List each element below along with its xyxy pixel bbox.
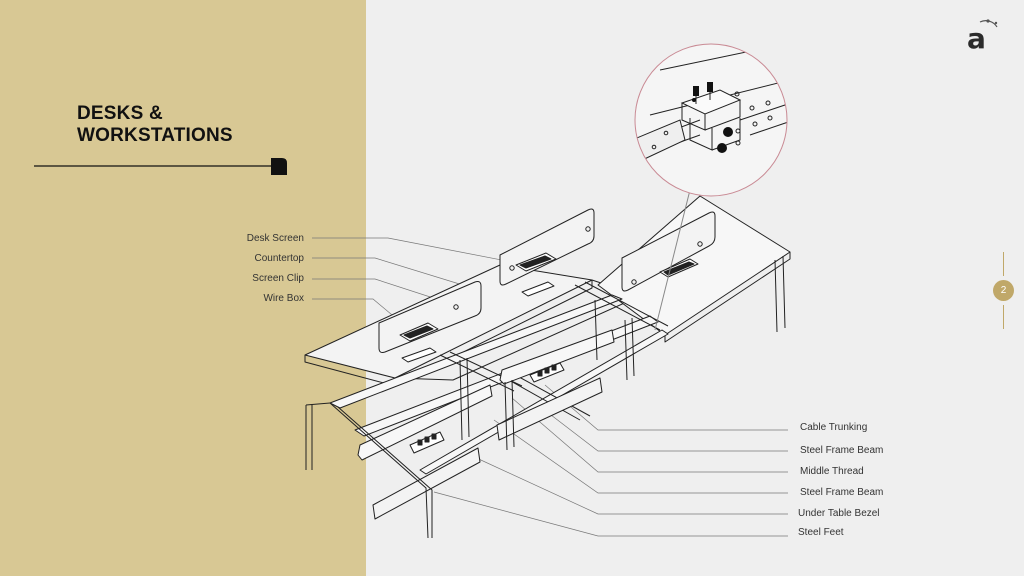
label-steel-frame-beam-2: Steel Frame Beam <box>800 487 884 498</box>
pager-line-top <box>1003 252 1004 276</box>
label-steel-frame-beam-1: Steel Frame Beam <box>800 445 884 456</box>
right-leader-lines <box>433 384 788 537</box>
logo-letter: a <box>967 22 986 50</box>
pager-line-bottom <box>1003 305 1004 329</box>
left-accent-panel <box>0 0 366 576</box>
label-countertop: Countertop <box>254 253 304 264</box>
page-title: DESKS & WORKSTATIONS <box>77 103 233 147</box>
page-number-badge: 2 <box>993 280 1014 301</box>
screen-clip-detail <box>634 43 788 197</box>
label-middle-thread: Middle Thread <box>800 466 864 477</box>
title-line-2: WORKSTATIONS <box>77 125 233 146</box>
label-desk-screen: Desk Screen <box>246 233 304 244</box>
label-steel-feet: Steel Feet <box>798 527 844 538</box>
title-line-1: DESKS & <box>77 103 163 124</box>
title-underline <box>34 158 287 175</box>
brand-logo-icon: a <box>967 19 998 50</box>
label-wire-box: Wire Box <box>263 293 304 304</box>
label-screen-clip: Screen Clip <box>252 273 304 284</box>
label-cable-trunking: Cable Trunking <box>800 422 868 433</box>
label-under-table-bezel: Under Table Bezel <box>798 508 880 519</box>
desk-structure <box>304 163 791 539</box>
